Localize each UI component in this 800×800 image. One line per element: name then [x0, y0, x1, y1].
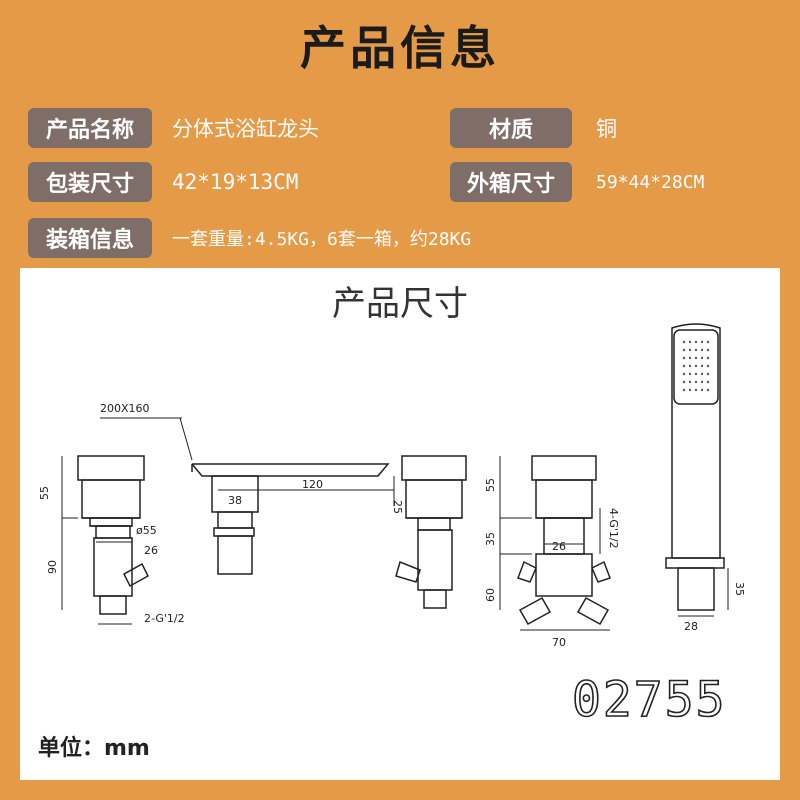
dim-g12b: 4-G'1/2 [607, 508, 620, 549]
dim-h35b: 35 [733, 582, 746, 596]
dimension-panel: 产品尺寸 [20, 268, 780, 780]
callout-label: 200X160 [100, 402, 150, 415]
dim-h55b: 55 [484, 478, 497, 492]
product-name-label: 产品名称 [28, 108, 152, 148]
handle-middle-drawing [395, 455, 467, 609]
dimension-title: 产品尺寸 [332, 284, 468, 324]
package-size-label: 包装尺寸 [28, 162, 152, 202]
dim-w70: 70 [552, 636, 566, 649]
handle-left-drawing [77, 455, 149, 615]
product-code: 02755 [571, 671, 727, 729]
package-size-value: 42*19*13CM [172, 170, 299, 194]
dim-w38: 38 [228, 494, 242, 507]
dim-g12a: 2-G'1/2 [144, 612, 185, 625]
hand-shower-drawing [665, 323, 725, 611]
product-name-value: 分体式浴缸龙头 [172, 117, 319, 141]
dim-h35a: 35 [484, 532, 497, 546]
carton-size-label: 外箱尺寸 [450, 162, 572, 202]
unit-label: 单位：mm [38, 736, 150, 761]
shower-nozzles [682, 340, 710, 392]
dim-h60: 60 [484, 588, 497, 602]
carton-size-value: 59*44*28CM [596, 171, 705, 193]
packing-info-value: 一套重量:4.5KG，6套一箱，约28KG [172, 229, 472, 250]
dim-w26a: 26 [144, 544, 158, 557]
dim-w26b: 26 [552, 540, 566, 553]
dim-w28: 28 [684, 620, 698, 633]
dim-h25: 25 [391, 500, 404, 514]
spout-drawing [191, 463, 390, 575]
page-title: 产品信息 [300, 21, 500, 75]
diverter-drawing [517, 455, 611, 626]
technical-drawing: 200X160 55 90 ø55 26 2-G'1/2 38 120 25 5… [38, 323, 746, 649]
material-value: 铜 [596, 117, 617, 141]
dim-w120: 120 [302, 478, 323, 491]
packing-info-label: 装箱信息 [28, 218, 152, 258]
dim-h90: 90 [46, 560, 59, 574]
material-label: 材质 [450, 108, 572, 148]
dim-h55a: 55 [38, 486, 51, 500]
dim-d55: ø55 [136, 524, 157, 537]
